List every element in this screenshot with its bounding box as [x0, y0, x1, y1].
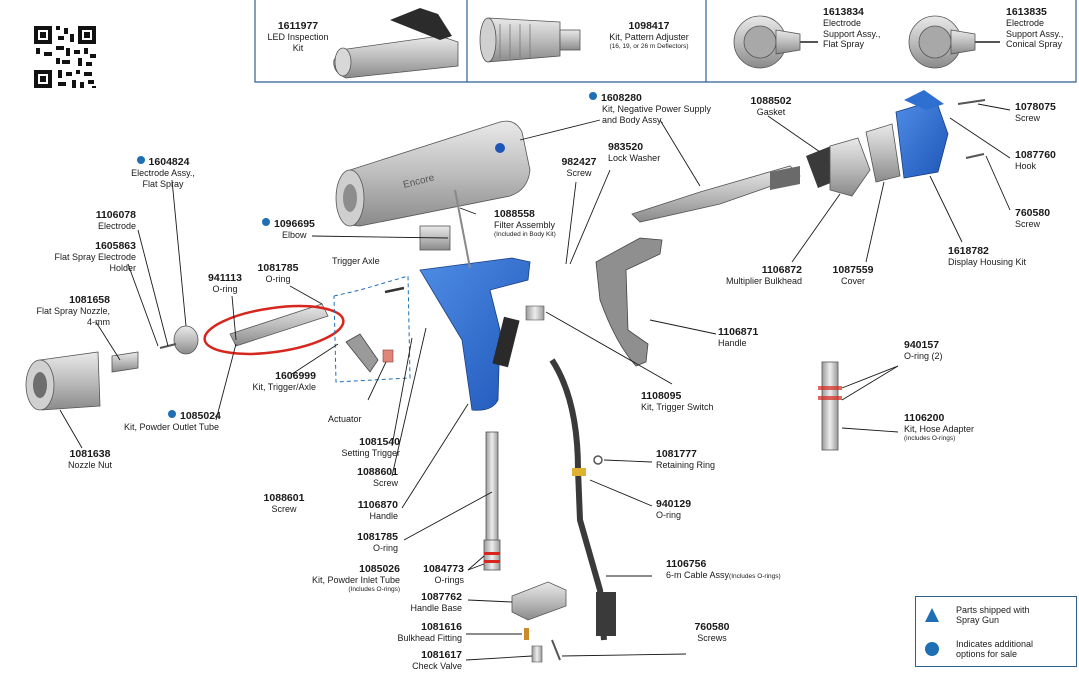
actuator-drawing: [382, 349, 394, 363]
optional-dot-icon: [136, 156, 145, 164]
pattern-adjuster-kit-drawing: [479, 17, 581, 63]
retaining-ring-drawing: [593, 455, 603, 465]
optional-dot-icon: [589, 92, 597, 100]
circle-icon: [925, 642, 939, 656]
kits-frame: [254, 0, 1077, 83]
display-housing-drawing: [895, 99, 949, 179]
trigger-axle-drawing: [384, 286, 405, 294]
label-1604824: 1604824 Electrode Assy.,Flat Spray: [131, 156, 195, 189]
powder-outlet-tube-drawing: [229, 303, 329, 347]
screw-1078075-drawing: [957, 99, 986, 105]
multiplier-bulkhead-drawing: [829, 137, 871, 197]
led-inspection-kit-drawing: [333, 8, 459, 79]
check-valve-drawing: [531, 645, 543, 663]
hose-adapter-drawing: [818, 361, 842, 451]
triangle-icon: [925, 608, 939, 622]
label-actuator: Actuator: [328, 414, 362, 424]
label-1106756: 1106756 6-m Cable Assy(Includes O-rings): [666, 558, 781, 580]
flat-spray-nozzle-drawing: [111, 351, 139, 373]
trigger-switch-drawing: [525, 305, 545, 321]
trigger-kit-box: [333, 275, 411, 383]
optional-dot-icon: [168, 410, 176, 418]
label-trigger-axle: Trigger Axle: [332, 256, 380, 266]
leader-lines: [59, 103, 1011, 661]
trigger-drawing: [345, 333, 379, 373]
o-ring-940129-drawing: [572, 468, 586, 476]
electrode-holder-drawing: [159, 325, 199, 355]
electrode-support-flat-drawing: [733, 15, 818, 69]
grey-handle-drawing: [595, 237, 663, 367]
cable-drawing: [549, 358, 607, 641]
handle-base-drawing: [511, 581, 567, 621]
hook-drawing: [904, 90, 944, 110]
cover-drawing: [865, 123, 901, 183]
label-1096695: 1096695 Elbow: [262, 218, 315, 241]
powder-inlet-tube-drawing: [483, 431, 501, 571]
bulkhead-fitting-drawing: [524, 628, 529, 640]
cable-plug-drawing: [596, 592, 616, 636]
screws-760580-drawing: [551, 639, 561, 661]
electrode-support-conical-drawing: [908, 15, 1000, 69]
power-supply-drawing: [631, 165, 801, 223]
label-1085024: 1085024 Kit, Powder Outlet Tube: [124, 410, 221, 432]
qr-code-icon: [34, 26, 96, 88]
nozzle-nut-drawing: [25, 351, 101, 411]
screw-760580-drawing: [965, 153, 985, 159]
blue-handle-drawing: [419, 257, 531, 411]
highlight-circle: [203, 304, 345, 356]
filter-drawing: [454, 189, 471, 269]
optional-dot-icon: [262, 218, 270, 226]
gun-body-drawing: Encore: [335, 120, 531, 227]
